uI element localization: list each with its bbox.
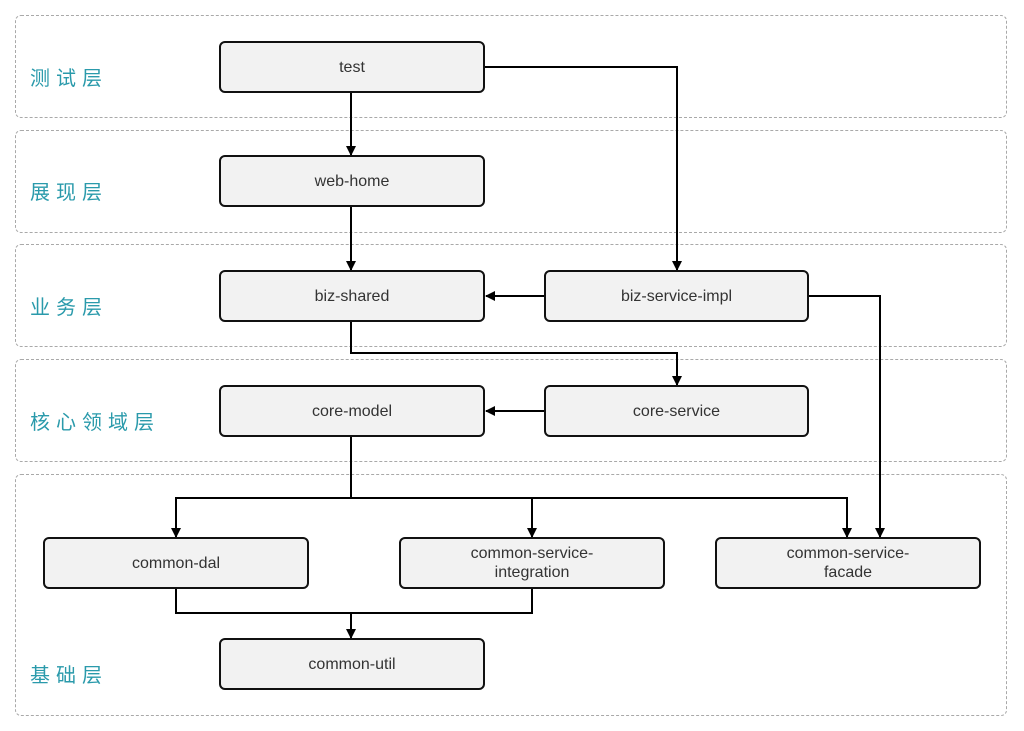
node-test[interactable]: test: [219, 41, 485, 93]
layer-label-business: 业务层: [30, 295, 108, 319]
node-common-util[interactable]: common-util: [219, 638, 485, 690]
edge-biz-shared-to-core-service: [350, 321, 682, 386]
node-core-model[interactable]: core-model: [219, 385, 485, 437]
layer-business: [15, 244, 1007, 347]
edge-common-dal-to-common-util: [175, 588, 351, 614]
edge-biz-service-impl-to-common-service-facade: [808, 295, 885, 538]
edge-test-to-biz-service-impl: [484, 66, 682, 271]
layer-presentation: [15, 130, 1007, 233]
edge-common-service-integration-to-common-util: [351, 588, 533, 614]
node-core-service[interactable]: core-service: [544, 385, 809, 437]
layer-core-domain: [15, 359, 1007, 462]
node-biz-service-impl[interactable]: biz-service-impl: [544, 270, 809, 322]
edge-core-model-to-common-service-facade: [532, 497, 852, 538]
layer-label-presentation: 展现层: [30, 180, 108, 204]
layer-label-foundation: 基础层: [30, 663, 108, 687]
layer-test: [15, 15, 1007, 118]
node-common-service-facade[interactable]: common-service- facade: [715, 537, 981, 589]
node-biz-shared[interactable]: biz-shared: [219, 270, 485, 322]
node-web-home[interactable]: web-home: [219, 155, 485, 207]
edge-core-model-to-common-service-integration: [351, 497, 537, 538]
node-common-service-integration[interactable]: common-service- integration: [399, 537, 665, 589]
layer-label-test: 测试层: [30, 66, 108, 90]
node-common-dal[interactable]: common-dal: [43, 537, 309, 589]
edge-core-model-to-common-dal: [171, 497, 351, 538]
layer-foundation: [15, 474, 1007, 716]
layer-label-core-domain: 核心领域层: [30, 410, 160, 434]
